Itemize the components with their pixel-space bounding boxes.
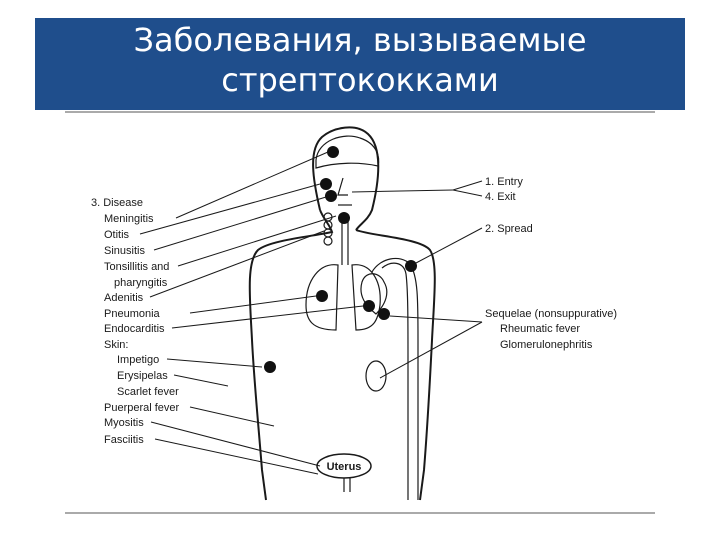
leader-impetigo [166,358,263,368]
head-outline [312,126,380,231]
leader-glomerulonephritis [379,321,483,379]
leader-meningitis [175,151,329,219]
label-pharyngitis: pharyngitis [114,277,168,289]
right-torso-outline [355,229,436,501]
label-puerperal-fever: Puerperal fever [104,402,180,414]
left-leader-lines [139,151,364,475]
label-glomerulonephritis: Glomerulonephritis [500,339,593,351]
label-impetigo: Impetigo [117,354,159,366]
label-sinusitis: Sinusitis [104,245,145,257]
dot-spread [405,260,417,272]
dot-sinusitis [325,190,337,202]
label-otitis: Otitis [104,229,130,241]
leader-rheumatic-fever [389,315,483,323]
leader-pneumonia [189,295,317,314]
leader-exit [452,189,483,197]
leader-puerperal-fever [189,406,275,427]
label-meningitis: Meningitis [104,213,154,225]
lymph-node [323,236,333,246]
dot-meningitis [327,146,339,158]
leader-spread [415,227,483,264]
right-leader-lines [351,180,483,379]
label-spread: 2. Spread [485,223,533,235]
title-bar [35,18,685,110]
label-disease-heading: 3. Disease [91,197,143,209]
leader-myositis [150,421,321,467]
label-scarlet-fever: Scarlet fever [117,386,179,398]
heart [360,273,388,315]
title-line-2: стрептококками [221,61,499,99]
body-outline [248,126,436,501]
label-exit: 4. Exit [485,191,516,203]
leader-adenitis [149,230,325,298]
leader-sinusitis [153,196,327,251]
label-pneumonia: Pneumonia [104,308,161,320]
label-skin: Skin: [104,339,128,351]
label-entry: 1. Entry [485,176,523,188]
dot-pneumonia [316,290,328,302]
left-torso-outline [248,209,334,501]
label-myositis: Myositis [104,417,144,429]
label-endocarditis: Endocarditis [104,323,165,335]
leader-otitis [139,183,321,235]
disease-labels: 3. Disease Meningitis Otitis Sinusitis T… [91,197,180,446]
uterus-tube [343,478,351,492]
label-sequelae: Sequelae (nonsuppurative) [485,308,617,320]
kidney [365,360,387,392]
label-uterus: Uterus [327,461,362,473]
label-rheumatic-fever: Rheumatic fever [500,323,580,335]
dot-endocarditis [363,300,375,312]
dot-otitis [320,178,332,190]
dot-tonsillitis [338,212,350,224]
leader-endocarditis [171,305,364,329]
label-erysipelas: Erysipelas [117,370,168,382]
infection-sites [264,146,417,373]
dot-heart-sequelae [378,308,390,320]
leader-entry-exit [351,189,454,193]
dot-skin [264,361,276,373]
nose [337,177,348,196]
brain-outline [315,135,380,169]
title-line-1: Заболевания, вызываемые [133,21,587,59]
right-lung [351,264,381,331]
process-labels: 1. Entry 4. Exit 2. Spread Sequelae (non… [485,176,617,351]
aorta [371,257,419,500]
left-lung [305,264,339,331]
label-fasciitis: Fasciitis [104,434,144,446]
leader-erysipelas [173,374,229,387]
leader-fasciitis [154,438,319,475]
label-tonsillitis: Tonsillitis and [104,261,169,273]
label-adenitis: Adenitis [104,292,144,304]
vena-cava [381,262,409,500]
slide-title: Заболевания, вызываемые стрептококками [35,20,685,100]
leader-tonsillitis [177,215,337,267]
leader-entry [452,180,483,191]
